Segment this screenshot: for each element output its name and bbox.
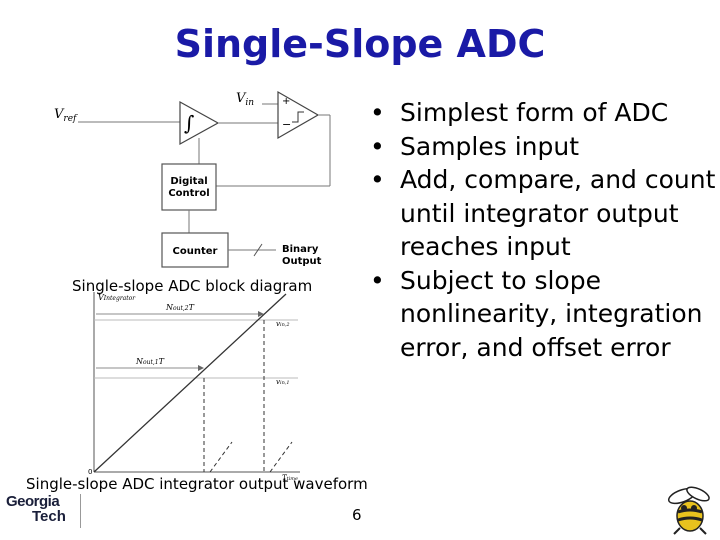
- svg-text:+: +: [282, 96, 290, 107]
- bullet-item: Add, compare, and count until integrator…: [366, 163, 716, 264]
- integrator-block: [179, 100, 220, 146]
- svg-text:Nout,2T: Nout,2T: [165, 303, 195, 312]
- yellow-jacket-mascot-icon: [667, 486, 710, 535]
- svg-text:Nout,1T: Nout,1T: [135, 357, 165, 366]
- block-diagram-caption: Single-slope ADC block diagram: [72, 277, 313, 295]
- svg-text:Binary: Binary: [282, 244, 319, 255]
- waveform-caption: Single-slope ADC integrator output wavef…: [26, 475, 368, 493]
- georgia-tech-logo: Georgia Tech: [6, 493, 66, 525]
- bullet-list: Simplest form of ADC Samples input Add, …: [366, 96, 716, 364]
- svg-text:Control: Control: [168, 188, 209, 199]
- bullet-item: Samples input: [366, 130, 716, 164]
- vref-label: Vref: [54, 107, 78, 124]
- svg-text:Output: Output: [282, 256, 322, 267]
- page-number: 6: [352, 506, 362, 524]
- svg-text:0: 0: [88, 468, 92, 476]
- bullet-item: Simplest form of ADC: [366, 96, 716, 130]
- counter-block: [161, 232, 229, 268]
- svg-text:vin,2: vin,2: [276, 320, 290, 328]
- block-diagram: Vref ∫ Vin + − Digital Control Counter B…: [54, 90, 331, 268]
- svg-text:Digital: Digital: [170, 176, 207, 187]
- svg-text:vin,1: vin,1: [276, 378, 290, 386]
- integrator-symbol: ∫: [184, 111, 194, 135]
- integrator-waveform: VIntegrator Nout,2T Nout,1T vin,2 vin,1 …: [88, 292, 300, 482]
- logo-divider: [80, 494, 81, 528]
- ramp-line: [93, 293, 287, 473]
- vin-label: Vin: [236, 91, 254, 108]
- svg-text:−: −: [282, 118, 291, 131]
- svg-text:Ttime: Ttime: [282, 474, 298, 482]
- svg-text:Counter: Counter: [173, 246, 218, 257]
- y-axis-label: VIntegrator: [98, 293, 136, 302]
- slide-title: Single-Slope ADC: [174, 22, 546, 66]
- bullet-item: Subject to slope nonlinearity, integrati…: [366, 264, 716, 365]
- digital-control-block: [161, 163, 217, 211]
